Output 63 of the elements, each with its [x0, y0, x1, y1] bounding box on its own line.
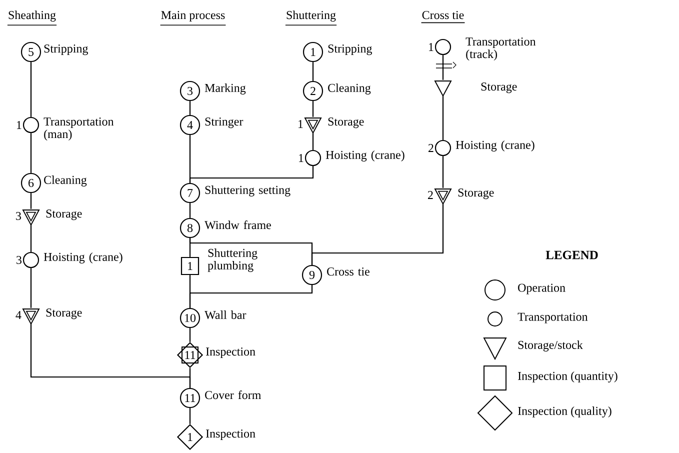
flow-line	[189, 408, 191, 424]
column-header: Sheathing	[7, 10, 57, 26]
legend-text: Operation	[518, 284, 566, 294]
flow-line	[30, 225, 32, 252]
step-label: Cleaning	[328, 84, 371, 94]
symbol-number: 3	[16, 212, 21, 220]
flow-line	[189, 166, 314, 183]
step-label: Marking	[204, 84, 246, 94]
step-label: Stripping	[328, 44, 372, 56]
legend-text: Transportation	[518, 312, 588, 324]
legend-title: LEGEND	[546, 250, 598, 260]
symbol-number: 2	[428, 144, 434, 152]
step-label: Hoisting (crane)	[326, 150, 404, 162]
flow-line	[442, 96, 444, 140]
flow-line	[189, 368, 191, 388]
step-label: Cross tie	[327, 268, 370, 276]
column-header: Cross tie	[420, 11, 466, 24]
step-label: Storage	[46, 210, 82, 220]
symbol-number: 1	[429, 43, 434, 51]
step-label: Inspection	[206, 430, 256, 440]
symbol-number: 1	[298, 120, 303, 128]
flow-line	[442, 55, 444, 80]
legend-text: Storage/stock	[518, 340, 583, 352]
step-label: Inspection	[206, 348, 256, 358]
step-label: Hoisting (crane)	[44, 252, 122, 264]
step-label: Storage	[328, 118, 364, 128]
symbol-number: 1	[17, 121, 22, 129]
flow-line	[189, 285, 313, 308]
step-label: Wall bar	[204, 310, 246, 320]
step-label: Storage	[481, 82, 517, 94]
flow-line	[30, 62, 32, 117]
step-label: Stripping	[44, 44, 88, 56]
flow-line	[30, 193, 32, 209]
step-label: Storage	[46, 308, 82, 320]
step-label: Shuttering setting	[205, 186, 290, 196]
flow-line	[30, 133, 32, 173]
flow-line	[189, 203, 191, 218]
flow-line	[30, 268, 32, 308]
step-label: Cover form	[205, 390, 262, 400]
step-label: Storage	[458, 188, 494, 200]
step-label: Shuttering plumbing	[208, 248, 258, 272]
symbol-number: 1	[299, 154, 304, 162]
step-label: Windw frame	[204, 220, 271, 230]
flow-line	[312, 62, 314, 81]
column-header: Shuttering	[285, 10, 337, 26]
step-label: Cleaning	[44, 176, 87, 186]
step-label: Transportation (track)	[466, 38, 536, 61]
symbol-number: 3	[16, 256, 22, 264]
flow-line	[312, 133, 314, 150]
step-label: Transportation (man)	[44, 118, 114, 141]
flow-line	[312, 101, 314, 117]
step-label: Hoisting (crane)	[456, 140, 534, 152]
flow-line	[442, 156, 444, 188]
step-label: Stringer	[205, 118, 244, 128]
legend-text: Inspection (quantity)	[518, 372, 618, 382]
flow-line	[189, 101, 191, 115]
column-header: Main process	[160, 11, 226, 26]
inspection-square: 1	[180, 256, 200, 276]
symbol-number: 2	[428, 191, 433, 199]
flow-line	[189, 328, 191, 342]
legend-text: Inspection (quality)	[518, 406, 612, 418]
symbol-number: 4	[16, 311, 22, 319]
flow-line	[311, 204, 444, 265]
